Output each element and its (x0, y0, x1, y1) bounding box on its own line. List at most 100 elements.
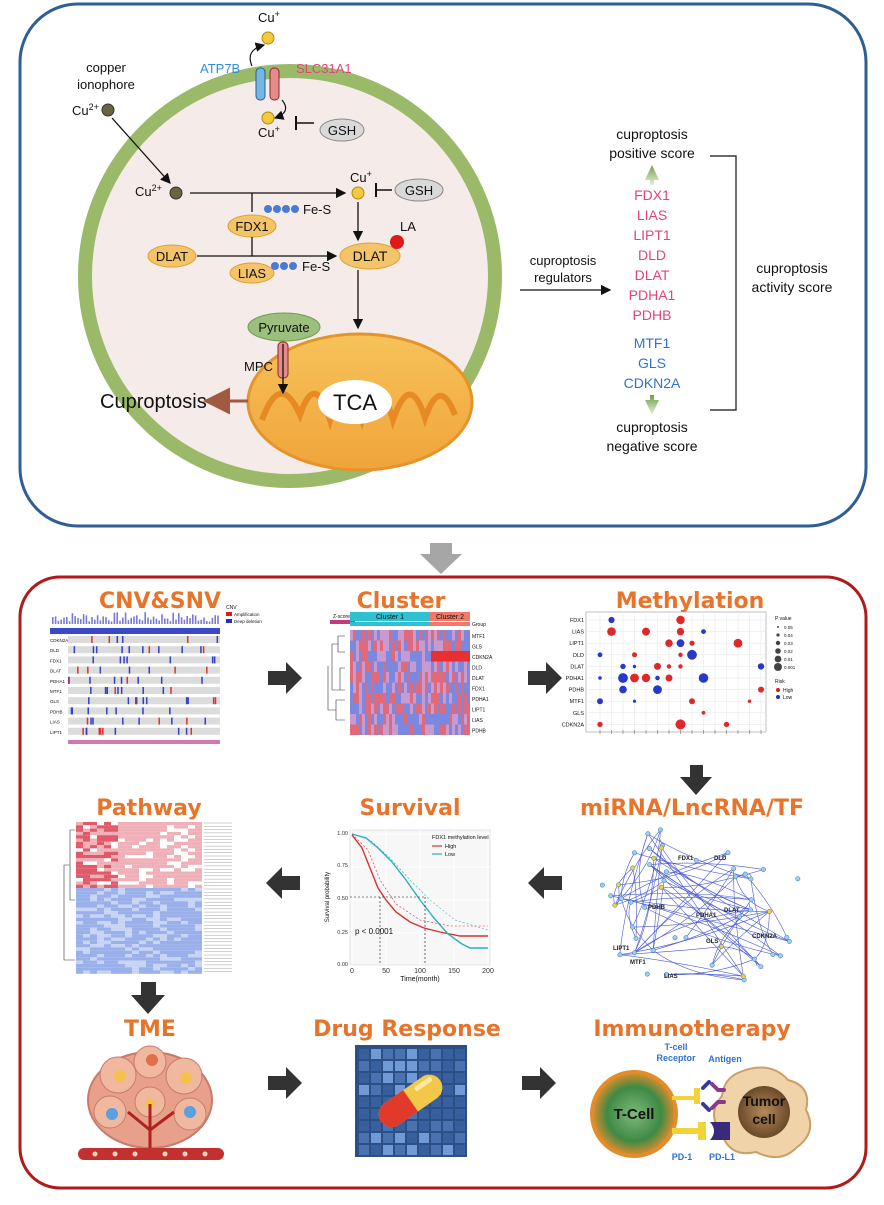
cluster-gene-label: GLS (472, 645, 483, 651)
survival-legend-low: Low (445, 852, 455, 858)
cu-plus-outer-label: Cu+ (258, 9, 280, 25)
cluster-gene-label: FDX1 (472, 687, 485, 693)
cluster-gene-label: PDHA1 (472, 697, 489, 703)
gsh-oval-1 (319, 118, 365, 142)
cuproptosis-label: Cuproptosis (100, 391, 207, 413)
tca-oval (318, 380, 392, 424)
meth-gene-label: PDHB (569, 688, 585, 694)
network-label-lipt1: LIPT1 (613, 946, 630, 952)
survival-ytick-2: 0.50 (337, 896, 348, 902)
cluster-title: Cluster (357, 589, 446, 614)
negative-gene-gls: GLS (638, 355, 666, 371)
meth-risk-high: High (783, 688, 794, 694)
pdl1-label: PD-L1 (709, 1152, 735, 1162)
survival-title: Survival (360, 796, 461, 821)
meth-gene-label: LIPT1 (569, 641, 584, 647)
positive-score-line2: positive score (609, 145, 695, 161)
mpc-label: MPC (244, 359, 273, 374)
pyruvate-oval (247, 312, 321, 342)
mirna-title: miRNA/LncRNA/TF (580, 796, 804, 821)
cnv-legend-amp-swatch (226, 612, 232, 616)
negative-gene-mtf1: MTF1 (634, 335, 671, 351)
regulators-line2: regulators (534, 270, 592, 285)
meth-gene-label: PDHA1 (566, 676, 584, 682)
tme-title: TME (124, 1017, 176, 1042)
arrow-pathway-to-tme (131, 982, 165, 1014)
immunotherapy-illustration: T-Cell Tumor cell T-cell Receptor Antige… (590, 1042, 812, 1162)
copper-ionophore-line2: ionophore (77, 77, 135, 92)
pyruvate-label: Pyruvate (258, 320, 309, 335)
membrane-transporters (249, 42, 287, 120)
cu2-inner-label: Cu2+ (135, 183, 162, 199)
negative-score-line2: negative score (606, 438, 697, 454)
tumor-label-line2: cell (752, 1111, 775, 1127)
cnv-legend-del-swatch (226, 619, 232, 623)
meth-risk-low: Low (783, 695, 793, 701)
negative-score-arrow (645, 395, 659, 415)
mitochondrion: TCA (246, 332, 474, 472)
cnv-legend-del: Deep deletion (234, 619, 262, 624)
pathway-title: Pathway (96, 796, 201, 821)
tme-illustration (78, 1045, 224, 1160)
lias-label: LIAS (238, 266, 267, 281)
meth-gene-label: DLAT (570, 664, 584, 670)
arrow-tme-to-drug (268, 1067, 302, 1099)
survival-legend-high: High (445, 844, 456, 850)
la-label: LA (400, 219, 416, 234)
atp7b-transporter (255, 67, 266, 101)
meth-pvalue-label: 0.03 (784, 641, 793, 646)
positive-score-line1: cuproptosis (616, 126, 688, 142)
cluster-label-1: Cluster 1 (376, 614, 404, 621)
survival-p-value: p < 0.0001 (355, 927, 394, 936)
slc31a1-label: SLC31A1 (296, 61, 352, 76)
dlat-right-label: DLAT (353, 248, 388, 264)
survival-ytick-1: 0.25 (337, 930, 348, 936)
cluster-zscore-label: Z-score (333, 614, 350, 620)
gsh-label-1: GSH (328, 123, 356, 138)
cu-plus-mid-label: Cu+ (350, 169, 372, 185)
cnv-gene-label: FDX1 (50, 658, 62, 663)
meth-pvalue-title: P value (775, 616, 792, 622)
meth-gene-label: MTF1 (570, 699, 584, 705)
positive-gene-lias: LIAS (637, 207, 667, 223)
connector-arrow (420, 543, 462, 574)
survival-xtick-4: 200 (482, 968, 494, 975)
survival-ylabel: Survival probability (325, 872, 331, 922)
negative-gene-cdkn2a: CDKN2A (624, 375, 681, 391)
arrow-cnv-to-cluster (268, 662, 302, 694)
survival-xtick-0: 0 (350, 968, 354, 975)
cluster-label-2: Cluster 2 (436, 614, 464, 621)
pathway-panel (63, 822, 232, 974)
dlat-left-oval (147, 244, 197, 268)
gsh-label-2: GSH (405, 183, 433, 198)
network-label-pdhb: PDHB (648, 905, 666, 911)
meth-pvalue-label: 0.05 (784, 625, 793, 630)
meth-risk-title: Risk (775, 679, 785, 685)
cnv-gene-label: GLS (50, 699, 59, 704)
survival-legend-title: FDX1 methylation level (432, 835, 489, 841)
cu-plus-inner-label: Cu+ (258, 124, 280, 140)
atp7b-label: ATP7B (200, 61, 240, 76)
network-label-cdkn2a: CDKN2A (752, 934, 778, 940)
arrow-mirna-to-survival (528, 867, 562, 899)
fdx1-label: FDX1 (235, 219, 268, 234)
cluster-group-label: Group (472, 622, 486, 628)
meth-pvalue-label: 0.01 (784, 657, 793, 662)
fes-cluster-2 (271, 262, 297, 270)
cu-plus-mid-ion (351, 186, 365, 200)
cnv-gene-label: CDKN2A (50, 638, 68, 643)
activity-bracket (710, 155, 737, 411)
cluster-dendrogram (327, 635, 345, 721)
pd1-label: PD-1 (672, 1152, 693, 1162)
positive-score-arrow (645, 165, 659, 185)
cluster-gene-label: PDHB (472, 729, 487, 735)
survival-xtick-2: 100 (414, 968, 426, 975)
cu2-inner-ion (169, 186, 183, 200)
antigen-label: Antigen (708, 1054, 742, 1064)
fes-cluster-1 (264, 205, 299, 213)
survival-ytick-0: 0.00 (337, 962, 348, 968)
survival-panel: p < 0.0001 FDX1 methylation level High L… (325, 829, 494, 983)
tcell-receptor-line1: T-cell (664, 1042, 687, 1052)
network-label-fdx1: FDX1 (678, 856, 694, 862)
